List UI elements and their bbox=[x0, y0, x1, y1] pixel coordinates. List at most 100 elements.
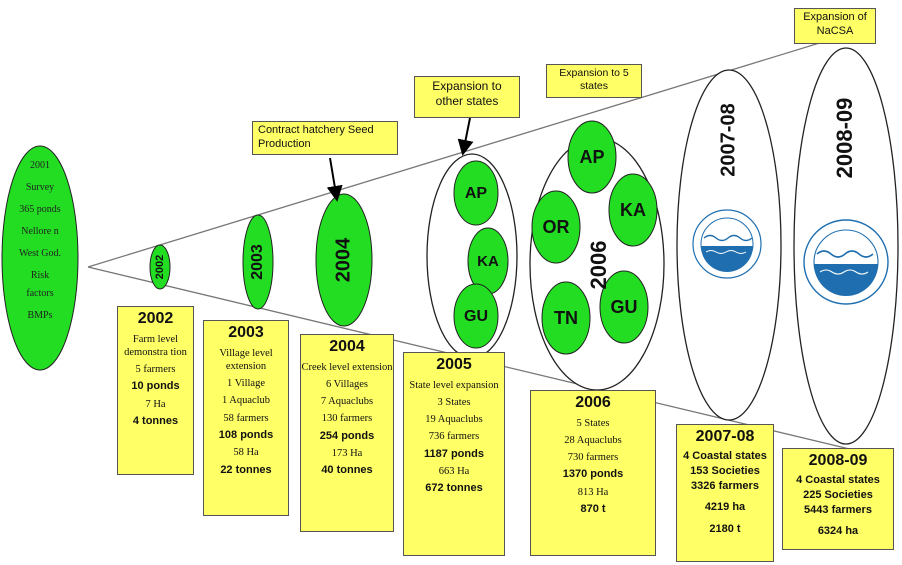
stats-title: 2008-09 bbox=[808, 452, 868, 469]
stats-line: 3 States bbox=[437, 397, 471, 409]
stats-box-2002: 2002 Farm level demonstra tion 5 farmers… bbox=[117, 306, 194, 475]
state-label: AP bbox=[579, 147, 604, 167]
state-bubble bbox=[567, 120, 617, 194]
origin-line: Survey bbox=[26, 182, 54, 193]
stats-line: 108 ponds bbox=[218, 428, 274, 441]
stats-line: 173 Ha bbox=[331, 448, 363, 460]
stats-line: 4 Coastal states bbox=[683, 450, 767, 462]
stats-box-2008-09: 2008-09 4 Coastal states 225 Societies 5… bbox=[782, 448, 894, 550]
stats-line: 2180 t bbox=[709, 523, 741, 535]
origin-line: BMPs bbox=[27, 310, 52, 321]
stats-line: 58 Ha bbox=[233, 447, 259, 459]
callout-other-states: Expansion to other states bbox=[414, 76, 520, 118]
origin-text: 2001 Survey 365 ponds Nellore n West God… bbox=[19, 160, 61, 321]
origin-line: West God. bbox=[19, 248, 61, 259]
state-label: KA bbox=[620, 200, 646, 220]
stats-box-2004: 2004 Creek level extension 6 Villages 7 … bbox=[300, 334, 394, 532]
state-label: AP bbox=[465, 185, 488, 202]
stats-description: State level expansion bbox=[409, 380, 499, 391]
callout-text: Expansion to 5 states bbox=[559, 67, 629, 93]
oval-2008-09-label: 2008-09 bbox=[832, 98, 857, 179]
stats-line: 4219 ha bbox=[704, 501, 746, 514]
stats-line: 1187 ponds bbox=[424, 447, 484, 460]
stats-line: 663 Ha bbox=[438, 466, 470, 478]
arrow-other-states bbox=[457, 117, 474, 156]
stats-box-2007-08: 2007-08 4 Coastal states 153 Societies 3… bbox=[676, 424, 774, 562]
stats-title: 2002 bbox=[137, 310, 174, 327]
origin-line: 2001 bbox=[30, 160, 50, 171]
oval-2006-label: 2006 bbox=[586, 241, 611, 290]
stats-line: 7 Aquaclubs bbox=[320, 396, 374, 408]
state-label: OR bbox=[543, 217, 570, 237]
oval-2007-08-label: 2007-08 bbox=[717, 103, 739, 176]
stats-box-2005: 2005 State level expansion 3 States 19 A… bbox=[403, 352, 505, 556]
callout-contract-hatchery: Contract hatchery Seed Production bbox=[252, 121, 398, 155]
state-bubble bbox=[531, 190, 581, 264]
stats-description: Creek level extension bbox=[301, 362, 393, 373]
origin-line: Nellore n bbox=[21, 226, 59, 237]
state-label: GU bbox=[611, 297, 638, 317]
stats-line: 3326 farmers bbox=[691, 479, 759, 492]
stats-line: 153 Societies bbox=[690, 464, 760, 477]
stats-line: 58 farmers bbox=[223, 412, 269, 424]
callout-text: Expansion of NaCSA bbox=[803, 11, 867, 37]
callout-text: Contract hatchery Seed Production bbox=[258, 124, 374, 150]
stats-description: Farm level demonstra tion bbox=[124, 334, 187, 359]
oval-2004-label: 2004 bbox=[332, 237, 354, 282]
oval-2002-label: 2002 bbox=[154, 255, 166, 279]
state-bubble bbox=[608, 173, 658, 247]
stats-line: 1 Village bbox=[227, 378, 265, 390]
oval-2008-09 bbox=[793, 47, 899, 445]
stats-title: 2003 bbox=[228, 324, 264, 341]
nacsa-logo-icon bbox=[803, 219, 889, 305]
stats-line: 22 tonnes bbox=[220, 463, 272, 476]
stats-line: 1370 ponds bbox=[562, 468, 624, 481]
state-bubble bbox=[599, 270, 649, 344]
origin-line: Risk bbox=[31, 270, 49, 281]
stats-title: 2006 bbox=[575, 394, 611, 411]
callout-nacsa: Expansion of NaCSA bbox=[794, 8, 876, 44]
callout-five-states: Expansion to 5 states bbox=[546, 64, 642, 98]
state-label: TN bbox=[554, 308, 578, 328]
origin-line: factors bbox=[26, 288, 53, 299]
state-label: GU bbox=[464, 308, 488, 325]
oval-2004 bbox=[315, 193, 373, 327]
stats-title: 2005 bbox=[436, 356, 472, 373]
stats-line: 672 tonnes bbox=[425, 482, 483, 495]
callout-text: Expansion to other states bbox=[432, 79, 502, 108]
stats-line: 7 Ha bbox=[145, 399, 166, 411]
stats-description: Village level extension bbox=[219, 348, 273, 373]
state-label: KA bbox=[477, 253, 499, 270]
stats-line: 5443 farmers bbox=[804, 503, 872, 516]
stats-line: 5 farmers bbox=[135, 364, 176, 376]
state-bubble bbox=[541, 281, 591, 355]
stats-line: 10 ponds bbox=[131, 380, 180, 393]
stats-box-2006: 2006 5 States 28 Aquaclubs 730 farmers 1… bbox=[530, 390, 656, 556]
oval-2003-label: 2003 bbox=[249, 244, 266, 280]
stats-line: 4 tonnes bbox=[132, 415, 179, 428]
stats-line: 28 Aquaclubs bbox=[564, 435, 622, 447]
stats-line: 6324 ha bbox=[817, 525, 859, 538]
stats-title: 2004 bbox=[329, 338, 365, 355]
oval-2002 bbox=[149, 244, 171, 290]
stats-title: 2007-08 bbox=[695, 428, 755, 445]
cone-upper-line bbox=[87, 29, 863, 268]
stats-line: 730 farmers bbox=[567, 452, 619, 464]
stats-line: 813 Ha bbox=[577, 487, 609, 499]
arrow-contract bbox=[326, 157, 343, 202]
state-bubble bbox=[453, 160, 499, 226]
stats-line: 870 t bbox=[580, 503, 606, 516]
stats-line: 4 Coastal states bbox=[796, 474, 880, 486]
oval-2007-08 bbox=[676, 69, 782, 421]
stats-line: 130 farmers bbox=[321, 413, 373, 425]
stats-line: 40 tonnes bbox=[321, 464, 373, 477]
origin-oval bbox=[1, 145, 79, 371]
state-bubble bbox=[453, 283, 499, 349]
stats-line: 254 ponds bbox=[319, 429, 375, 442]
stats-line: 19 Aquaclubs bbox=[425, 414, 483, 426]
stats-line: 5 States bbox=[576, 418, 610, 429]
nacsa-logo-icon bbox=[692, 209, 762, 279]
stats-line: 1 Aquaclub bbox=[221, 395, 271, 407]
origin-line: 365 ponds bbox=[19, 204, 61, 215]
